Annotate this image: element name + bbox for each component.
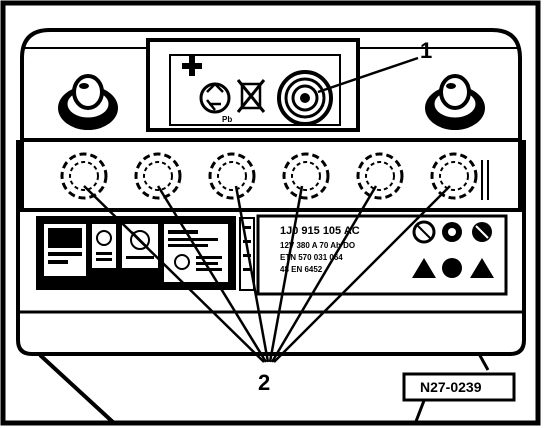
cell-caps (60, 152, 489, 200)
top-plate: Pb (146, 38, 360, 132)
cell-cap-1 (60, 152, 108, 200)
callout-1-label: 1 (420, 38, 432, 63)
recycle-icon (199, 82, 231, 114)
leader-lines-2 (83, 185, 451, 363)
terminal-left (58, 74, 118, 130)
rating-text: 12V 380 A 70 Ah DO (280, 241, 355, 250)
part-number-text: 1J0 915 105 AC (280, 225, 360, 237)
hazard-symbols (412, 220, 494, 278)
figure-code-text: N27-0239 (420, 379, 482, 395)
charge-indicator (277, 70, 333, 126)
plus-icon (182, 56, 202, 76)
en-text: 48 EN 6452 (280, 265, 323, 274)
leader-line-1 (317, 56, 419, 94)
cell-cap-3 (208, 152, 256, 200)
pb-label: Pb (222, 115, 232, 124)
terminal-right (425, 74, 485, 130)
crossed-bin-icon (236, 79, 266, 113)
cell-cap-2 (134, 152, 182, 200)
cell-cap-6 (430, 152, 489, 200)
warning-label-panel (36, 216, 236, 290)
figure-code-box: N27-0239 (402, 372, 516, 402)
cell-cap-4 (282, 152, 330, 200)
etn-text: ETN 570 031 064 (280, 253, 343, 262)
callout-2-label: 2 (258, 370, 270, 395)
cell-cap-5 (356, 152, 404, 200)
